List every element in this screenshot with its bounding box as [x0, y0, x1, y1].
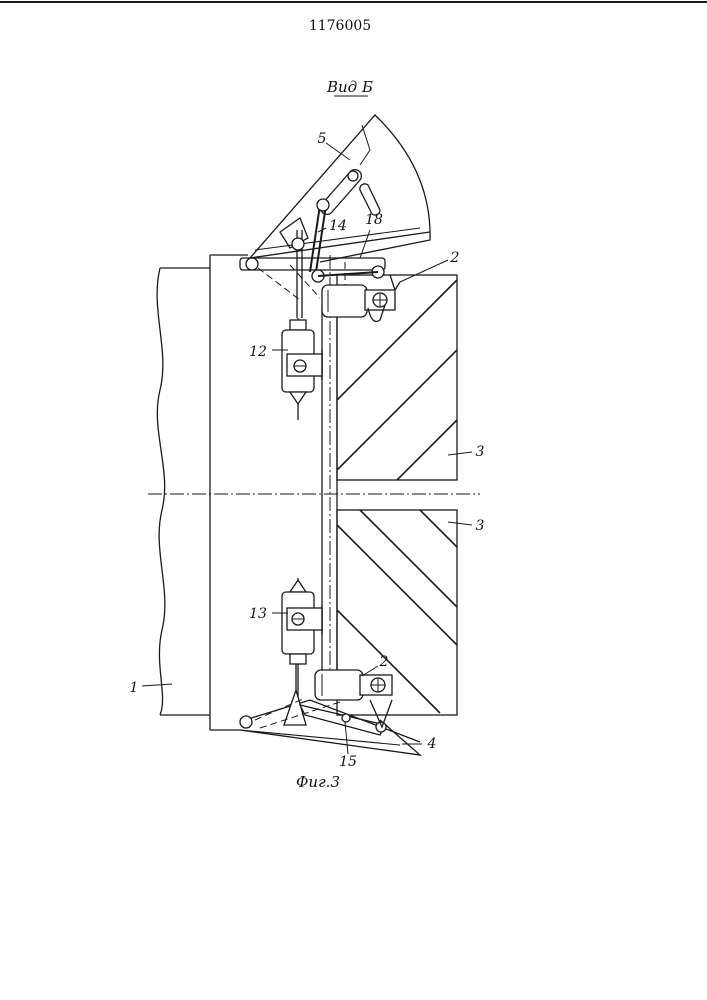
flap-5 [250, 115, 430, 262]
callout-14: 14 [329, 218, 347, 234]
bearing-2-upper [322, 275, 400, 322]
callout-1: 1 [130, 680, 139, 696]
callout-2-lower: 2 [379, 654, 389, 670]
callout-12: 12 [249, 344, 267, 360]
callout-4: 4 [427, 736, 437, 752]
patent-number: 1176005 [309, 18, 371, 34]
callout-3-lower: 3 [476, 518, 485, 534]
callout-18: 18 [365, 212, 383, 228]
frame-body [157, 255, 248, 730]
break-line [157, 268, 165, 715]
figure-caption: Фиг.3 [296, 773, 340, 791]
callout-13: 13 [249, 606, 267, 622]
view-title: Вид Б [326, 78, 373, 96]
vertical-shaft [322, 255, 337, 700]
drive-12 [282, 318, 322, 420]
callout-5: 5 [318, 131, 327, 147]
callout-3-upper: 3 [476, 444, 485, 460]
callout-15: 15 [339, 754, 357, 770]
callout-2-upper: 2 [450, 250, 460, 266]
bearing-2-lower [315, 670, 392, 700]
